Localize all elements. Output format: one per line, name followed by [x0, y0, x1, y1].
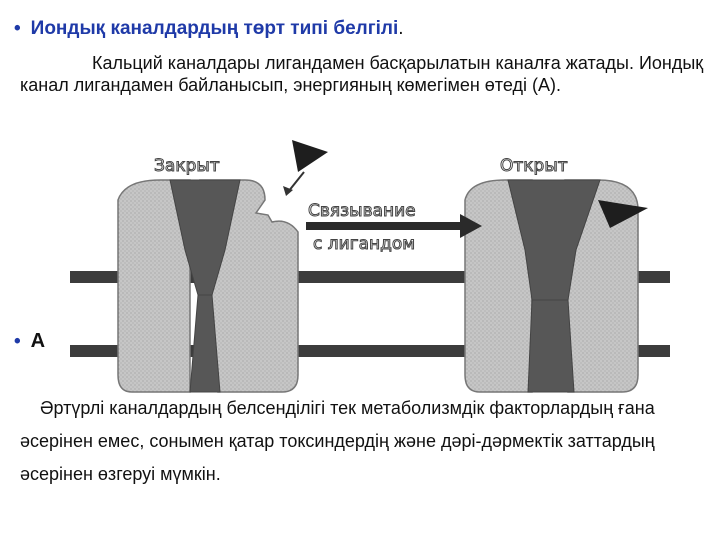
- open-channel: [464, 179, 648, 393]
- closed-channel: [117, 179, 299, 393]
- label-a: А: [30, 330, 46, 352]
- heading-period: .: [398, 18, 404, 39]
- binding-label-line1: Связывание: [308, 201, 416, 221]
- bottom-paragraph: Әртүрлі каналдардың белсенділігі тек мет…: [20, 392, 710, 491]
- approach-arrow-icon: [287, 171, 305, 193]
- bound-ligand-shape: [598, 200, 648, 228]
- heading-title: Иондық каналдардың төрт типі белгілі: [30, 18, 399, 39]
- heading-line: • Иондық каналдардың төрт типі белгілі.: [14, 18, 404, 40]
- binding-arrow-icon: [306, 214, 482, 238]
- closed-label: Закрыт: [154, 156, 220, 176]
- intro-paragraph: Кальций каналдары лигандамен басқарылаты…: [20, 52, 710, 96]
- bottom-text: Әртүрлі каналдардың белсенділігі тек мет…: [20, 398, 655, 484]
- intro-text: Кальций каналдары лигандамен басқарылаты…: [20, 53, 704, 95]
- label-a-bullet: •: [14, 331, 21, 352]
- open-label: Открыт: [500, 156, 568, 176]
- free-ligand-shape: [292, 140, 328, 172]
- binding-label-line2: с лигандом: [313, 234, 415, 254]
- label-a-line: •А: [14, 330, 50, 353]
- ion-channel-diagram: Закрыт Открыт Связывание с лигандом: [70, 140, 670, 393]
- heading-bullet: •: [14, 18, 21, 39]
